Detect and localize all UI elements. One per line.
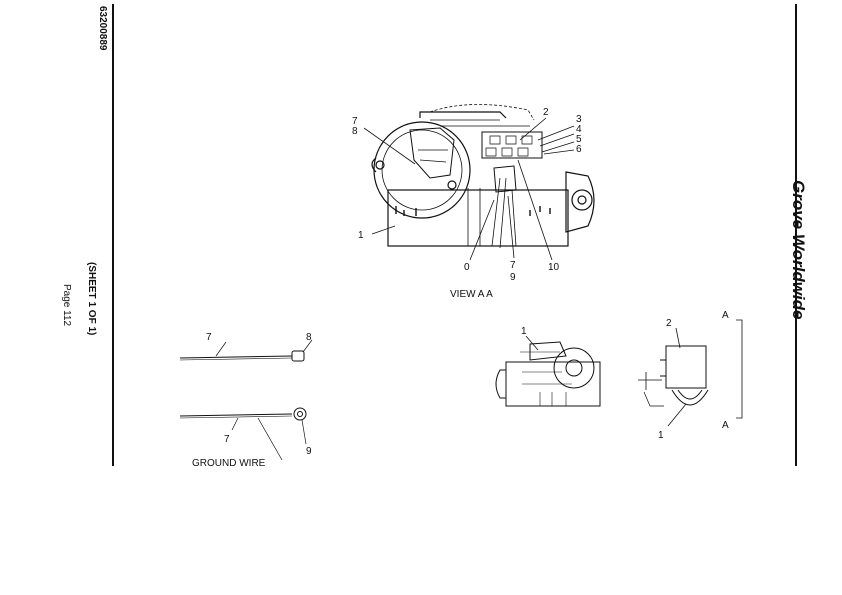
callout-5: 5 <box>576 134 582 145</box>
leader-lines <box>363 117 575 261</box>
wire-callout-7b: 7 <box>224 434 230 445</box>
callout-8: 8 <box>352 126 358 137</box>
callout-2: 2 <box>543 107 549 118</box>
callout-3: 3 <box>576 114 582 125</box>
wire-callout-8: 8 <box>306 332 312 343</box>
left-border-rule <box>112 4 114 466</box>
callout-9: 9 <box>510 272 516 283</box>
wire-callout-9: 9 <box>306 446 312 457</box>
callouts-side: 2 1 A A <box>658 310 729 441</box>
view-title: VIEW A A <box>450 289 493 300</box>
callout-7: 7 <box>352 116 358 127</box>
callout-4: 4 <box>576 124 582 135</box>
side-callout-1: 1 <box>658 430 664 441</box>
wiper-motor-side <box>638 319 743 427</box>
callouts-wire: 7 8 7 9 <box>206 332 312 457</box>
wiper-motor-lower <box>495 335 601 407</box>
callout-10: 10 <box>548 262 560 273</box>
callout-1: 1 <box>358 230 364 241</box>
callout-7b: 7 <box>510 260 516 271</box>
section-letter-top: A <box>722 310 729 321</box>
section-letter-bottom: A <box>722 420 729 431</box>
side-callout-2: 2 <box>666 318 672 329</box>
callout-0: 0 <box>464 262 470 273</box>
callouts-top: 7 8 2 3 4 5 6 1 0 7 9 10 <box>352 107 582 283</box>
right-border-rule <box>795 4 797 466</box>
wire-drawings <box>179 339 313 461</box>
callout-6: 6 <box>576 144 582 155</box>
ground-wire-label: GROUND WIRE <box>192 458 266 469</box>
lower-callout-1: 1 <box>521 326 527 337</box>
wiper-motor-main <box>371 104 595 249</box>
wire-callout-7: 7 <box>206 332 212 343</box>
